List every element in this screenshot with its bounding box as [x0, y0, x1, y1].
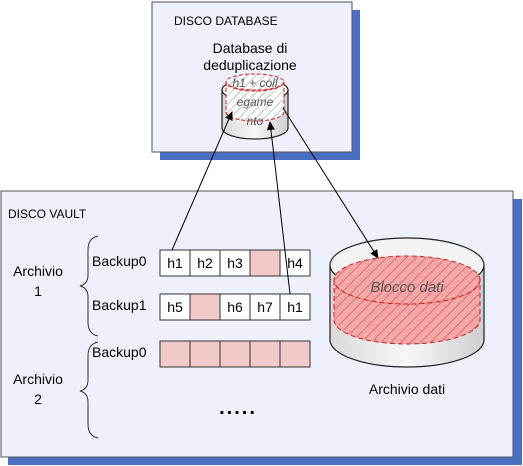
block-cell-label: h1	[287, 299, 303, 315]
block-cell-label: h2	[197, 255, 213, 271]
block-cell	[249, 293, 281, 321]
block-cell	[279, 293, 311, 321]
data-storage-caption: Archivio dati	[369, 381, 445, 397]
cylinder-text-line3: nto	[247, 114, 264, 128]
dedup-db-hatched-area	[225, 81, 285, 122]
block-cell	[189, 293, 221, 321]
more-backups-ellipsis: .....	[219, 397, 257, 419]
block-cell-label: h3	[227, 255, 243, 271]
archive1-backup0-label: Backup0	[92, 253, 147, 269]
data-block-label: Blocco dati	[370, 279, 444, 296]
dedup-db-cylinder: h1 + coll egame nto	[221, 73, 289, 140]
archive1-backup0-row: h1 h2 h3 h4	[159, 249, 311, 277]
database-disk-panel: DISCO DATABASE Database di deduplicazion…	[151, 1, 360, 160]
cylinder-text-line1: h1 + coll	[232, 76, 277, 90]
archive1-brace	[79, 235, 99, 337]
arrow-db-to-data-block	[282, 107, 379, 259]
block-cell	[219, 340, 251, 368]
archive1-label-line1: Archivio	[13, 263, 63, 279]
archive2-brace	[79, 341, 99, 439]
archive2-label-line2: 2	[34, 391, 42, 407]
block-cell-label: h4	[287, 255, 303, 271]
block-cell-label: h1	[167, 255, 183, 271]
block-cell	[249, 340, 281, 368]
archive1-label-line2: 1	[34, 283, 42, 299]
data-storage-cylinder: Blocco dati	[329, 237, 485, 368]
block-cell	[189, 249, 221, 277]
arrow-h1-backup0-to-db	[171, 111, 233, 251]
vault-disk-panel: DISCO VAULT Archivio 1 Backup0 h1 h2 h3 …	[0, 190, 522, 465]
arrow-h1-backup1-to-db	[266, 121, 291, 295]
archive2-label-line1: Archivio	[13, 371, 63, 387]
block-cell	[219, 249, 251, 277]
block-cell	[279, 340, 311, 368]
archive2-backup0-row	[159, 340, 311, 368]
dedup-db-label-line1: Database di	[213, 40, 288, 56]
database-disk-title: DISCO DATABASE	[174, 14, 278, 28]
data-block-hatched-area	[333, 279, 481, 345]
block-cell-label: h6	[227, 299, 243, 315]
cylinder-text-line2: egame	[237, 95, 274, 109]
block-cell	[189, 340, 221, 368]
reference-arrows	[171, 107, 379, 295]
archive1-backup1-label: Backup1	[92, 297, 147, 313]
vault-disk-title: DISCO VAULT	[8, 207, 87, 221]
block-cell-label: h5	[167, 299, 183, 315]
block-cell	[159, 293, 191, 321]
archive1-backup1-row: h5 h6 h7 h1	[159, 293, 311, 321]
dedup-db-label-line2: deduplicazione	[203, 57, 297, 73]
block-cell	[279, 249, 311, 277]
block-cell	[249, 249, 281, 277]
block-cell-label: h7	[257, 299, 273, 315]
archive2-backup0-label: Backup0	[92, 344, 147, 360]
block-cell	[159, 340, 191, 368]
block-cell	[159, 249, 191, 277]
